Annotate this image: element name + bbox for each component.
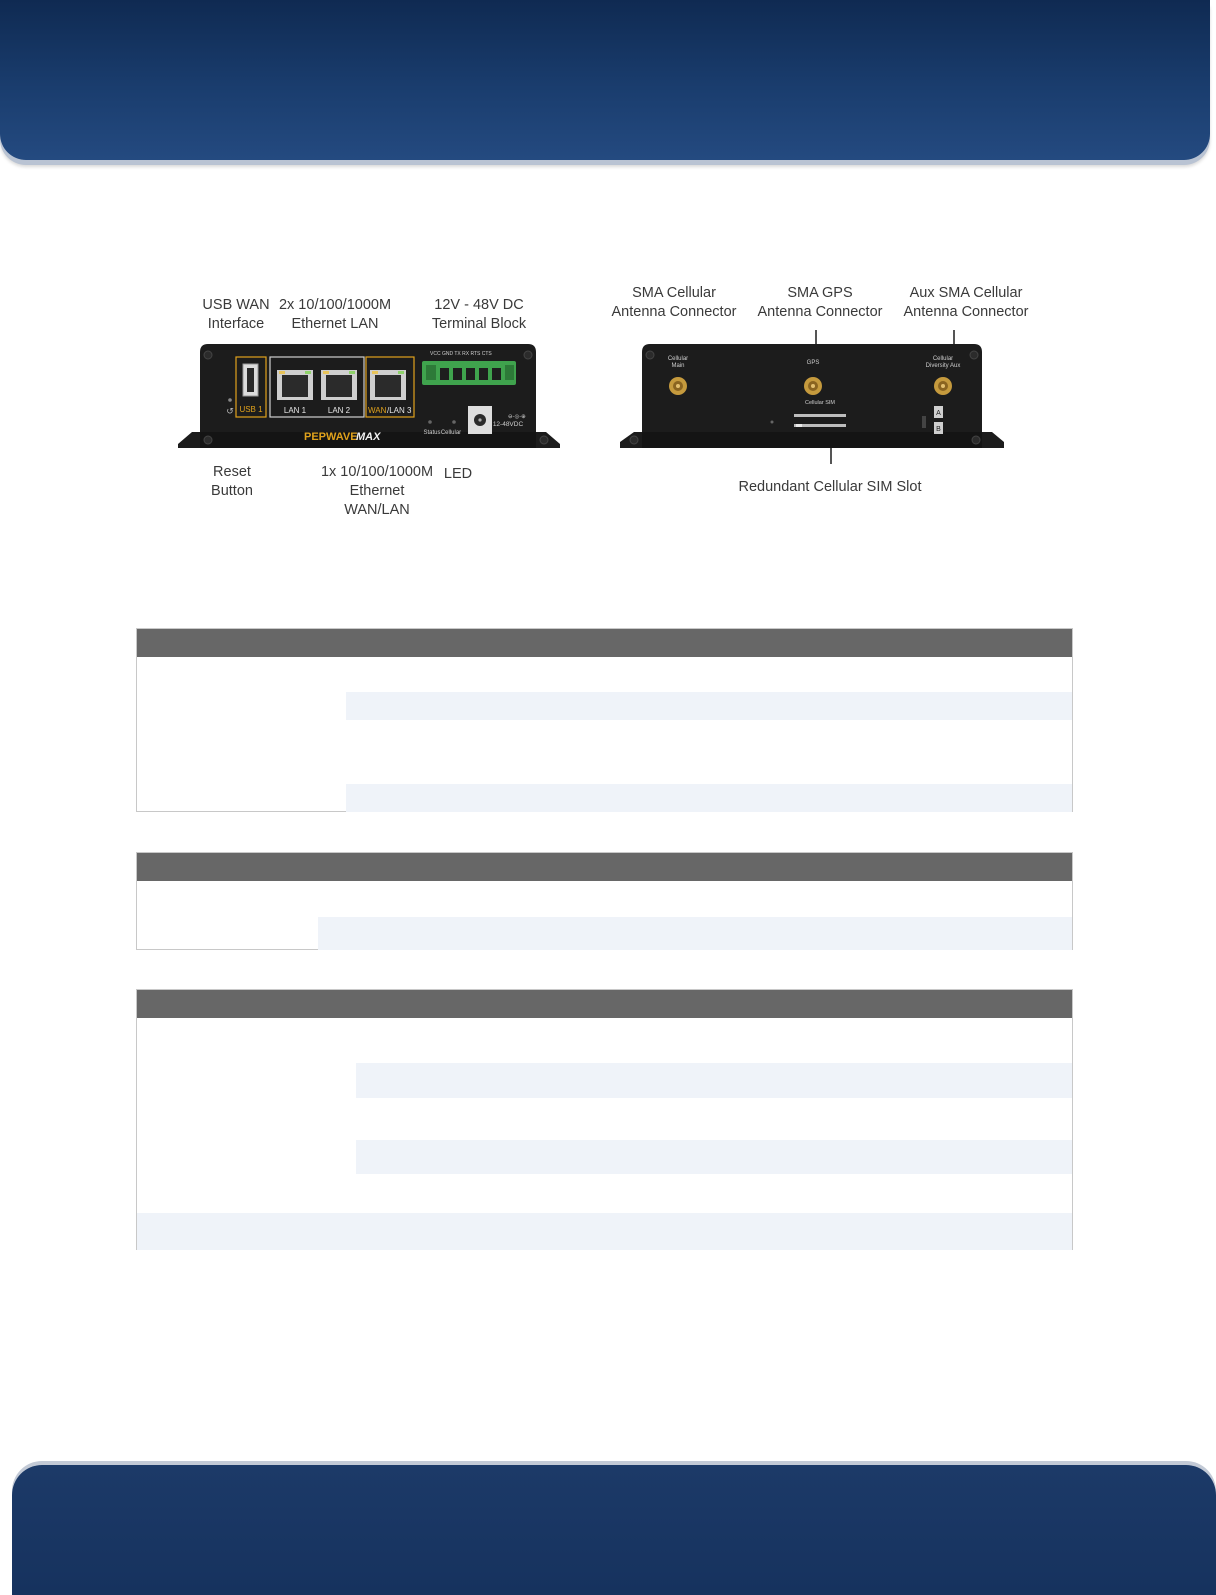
- header-banner: [0, 0, 1210, 160]
- svg-text:⊖-◎-⊕: ⊖-◎-⊕: [508, 414, 526, 420]
- sim-slot-label: Redundant Cellular SIM Slot: [738, 479, 922, 495]
- spec-table-3-header: [137, 990, 1072, 1018]
- svg-text:Status: Status: [423, 430, 440, 436]
- svg-text:LAN 2: LAN 2: [328, 406, 351, 415]
- table-row: [137, 1213, 1072, 1250]
- sma-gps-label: SMA GPS Antenna Connector: [757, 285, 883, 320]
- svg-text:B: B: [936, 426, 941, 433]
- svg-text:Cellular: Cellular: [933, 356, 953, 362]
- svg-text:A: A: [936, 410, 941, 417]
- spec-table-2-header: [137, 853, 1072, 881]
- table-row: [318, 917, 1072, 950]
- ethernet-lan-label: 2x 10/100/1000M Ethernet LAN: [278, 297, 392, 332]
- wan-lan-label: 1x 10/100/1000M Ethernet WAN/LAN: [320, 464, 434, 518]
- footer-banner: [12, 1465, 1216, 1595]
- svg-text:USB 1: USB 1: [239, 405, 263, 414]
- svg-text:MAX: MAX: [356, 431, 381, 443]
- svg-text:Main: Main: [671, 363, 684, 369]
- spec-table-3: [136, 989, 1073, 1250]
- usb-wan-label: USB WAN Interface: [202, 297, 270, 332]
- svg-text:LAN 1: LAN 1: [284, 406, 307, 415]
- table-row: [356, 1063, 1072, 1098]
- aux-sma-label: Aux SMA Cellular Antenna Connector: [903, 285, 1029, 320]
- svg-text:Cellular: Cellular: [668, 356, 688, 362]
- svg-text:12-48VDC: 12-48VDC: [493, 421, 524, 428]
- table-row: [346, 692, 1072, 720]
- pepwave-logo: PEPWAVE: [304, 431, 358, 443]
- dc-terminal-label: 12V - 48V DC Terminal Block: [431, 297, 527, 332]
- sim-slot-b-icon: [794, 424, 846, 427]
- svg-text:Cellular SIM: Cellular SIM: [805, 400, 835, 406]
- table-row: [356, 1140, 1072, 1174]
- svg-text:Diversity Aux: Diversity Aux: [926, 363, 961, 369]
- svg-text:Cellular: Cellular: [441, 430, 461, 436]
- svg-text:↺: ↺: [226, 407, 234, 417]
- spec-table-1-header: [137, 629, 1072, 657]
- spec-table-1: [136, 628, 1073, 812]
- aux-leader-line: [953, 330, 955, 356]
- led-label: LED: [443, 466, 473, 482]
- svg-text:VCC GND TX RX RTS CTS: VCC GND TX RX RTS CTS: [430, 351, 492, 357]
- cellular-led-icon: [452, 420, 456, 424]
- sma-cellular-label: SMA Cellular Antenna Connector: [611, 285, 737, 320]
- router-front-panel: USB 1 ↺ LAN 1 LAN 2 WAN /LAN 3 VCC GND T…: [178, 344, 560, 448]
- spec-table-2: [136, 852, 1073, 950]
- sim-slot-a-icon: [794, 414, 846, 417]
- router-rear-panel: Cellular Main GPS Cellular Diversity Aux…: [620, 344, 1004, 448]
- svg-text:WAN: WAN: [368, 406, 387, 415]
- reset-hole-icon: [228, 398, 232, 402]
- reset-button-label: Reset Button: [211, 464, 253, 499]
- table-row: [346, 784, 1072, 812]
- svg-text:/LAN 3: /LAN 3: [387, 406, 412, 415]
- svg-text:GPS: GPS: [807, 360, 820, 366]
- status-led-icon: [428, 420, 432, 424]
